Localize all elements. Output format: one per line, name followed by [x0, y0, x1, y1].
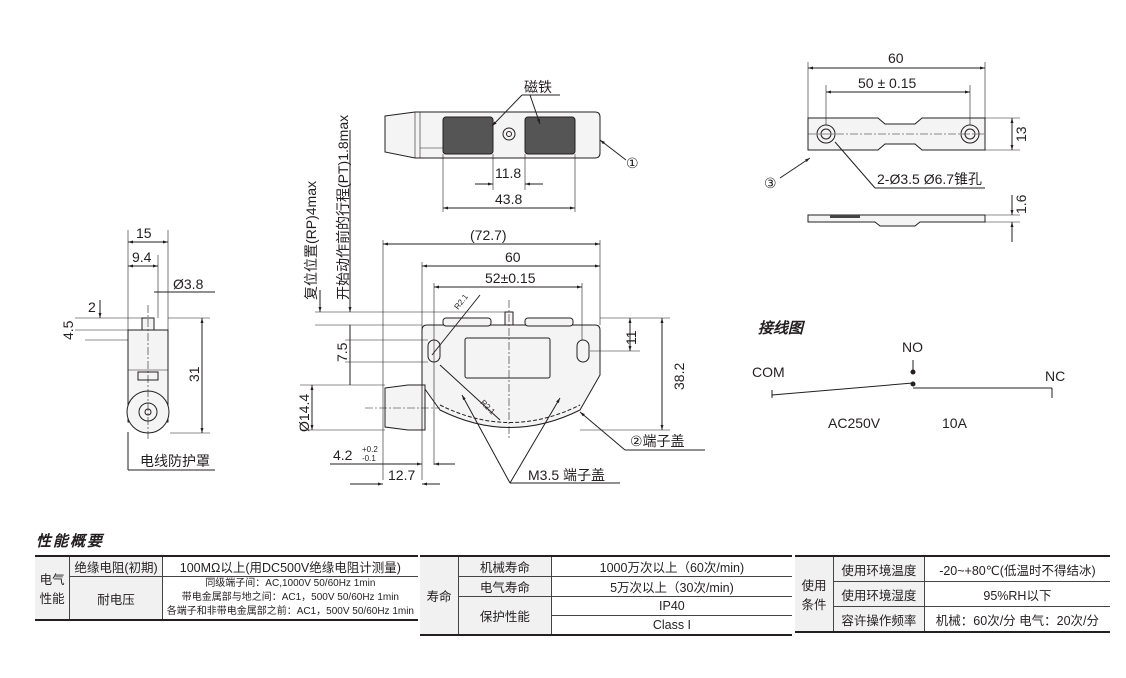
dimension-label: 2-Ø3.5 Ø6.7锥孔: [877, 171, 982, 187]
side-view: 15 9.4 Ø3.8 2 4.5 31 电线防护罩: [60, 225, 215, 471]
protection-ip: IP40: [550, 596, 792, 616]
humidity-label: 使用环境湿度: [833, 581, 925, 607]
temp-label: 使用环境温度: [833, 555, 925, 582]
dimension-label: NO: [902, 339, 923, 355]
dimension-label: 4.5: [60, 320, 76, 340]
life-group: 寿命: [420, 555, 459, 636]
technical-drawing: 15 9.4 Ø3.8 2 4.5 31 电线防护罩 11.8 43.8 磁铁 …: [60, 50, 1065, 486]
dimension-label: 4.2: [333, 447, 353, 463]
dimension-label: +0.2: [362, 445, 378, 454]
dimension-label: 接线图: [758, 320, 806, 337]
dimension-label: 磁铁: [524, 79, 552, 95]
dimension-label: 52±0.15: [485, 270, 536, 286]
withstand-line: 同级端子间：AC,1000V 50/60Hz 1min: [205, 578, 376, 589]
conditions-spec-table: 使用条件 使用环境温度 -20~+80℃(低温时不得结冰) 使用环境湿度 95%…: [795, 555, 1110, 633]
conditions-group: 使用条件: [795, 555, 834, 633]
temp-value: -20~+80℃(低温时不得结冰): [923, 555, 1110, 582]
mech-life-value: 1000万次以上（60次/min): [550, 555, 792, 577]
elec-life-label: 电气寿命: [458, 576, 552, 597]
dimension-label: 13: [1013, 126, 1029, 142]
dimension-label: 12.7: [388, 467, 415, 483]
dimension-label: ①: [626, 155, 639, 171]
frequency-value: 机械：60次/分 电气：20次/分: [923, 606, 1110, 633]
insulation-value: 100MΩ以上(用DC500V绝缘电阻计测量): [161, 555, 418, 577]
dimension-label: 31: [186, 366, 202, 382]
dimension-label: AC250V: [828, 415, 881, 431]
dimension-label: 1.6: [1013, 194, 1029, 214]
mech-life-label: 机械寿命: [458, 555, 552, 577]
top-view: 11.8 43.8 磁铁 ①: [384, 79, 639, 212]
dimension-label: ③: [764, 175, 777, 191]
dimension-label: ②端子盖: [630, 433, 685, 449]
dimension-label: 电线防护罩: [140, 453, 210, 469]
front-view: (72.7) 60 52±0.15 R2.1 R2.1 11 38.2 复位位置…: [296, 115, 705, 486]
dimension-label: NC: [1045, 368, 1065, 384]
wiring-diagram: 接线图 COM NO NC AC250V 10A: [752, 320, 1065, 431]
elec-life-value: 5万次以上（30次/min): [550, 576, 792, 597]
dimension-label: 2: [88, 299, 96, 315]
humidity-value: 95%RH以下: [923, 581, 1110, 607]
withstand-line: 各端子和非带电金属部之前：AC1，500V 50/60Hz 1min: [166, 606, 414, 617]
frequency-label: 容许操作频率: [833, 606, 925, 633]
withstand-label: 耐电压: [69, 576, 163, 621]
dimension-label: R2.1: [452, 292, 470, 311]
dimension-label: 60: [888, 50, 904, 66]
dimension-label: -0.1: [362, 454, 376, 463]
withstand-values: 同级端子间：AC,1000V 50/60Hz 1min 带电金属部与地之间：AC…: [161, 576, 418, 621]
dimension-label: 9.4: [132, 249, 152, 265]
withstand-line: 带电金属部与地之间：AC1，500V 50/60Hz 1min: [181, 592, 399, 603]
dimension-label: (72.7): [470, 227, 507, 243]
dimension-label: 38.2: [671, 363, 687, 390]
electrical-spec-table: 电气性能 绝缘电阻(初期) 100MΩ以上(用DC500V绝缘电阻计测量) 耐电…: [35, 555, 418, 621]
magnet-plate-view: 60 50 ± 0.15 13 ③ 2-Ø3.5 Ø6.7锥孔 1.6: [764, 50, 1029, 242]
dimension-label: 11: [623, 330, 639, 345]
dimension-label: M3.5 端子盖: [528, 467, 605, 483]
dimension-label: 60: [505, 249, 521, 265]
life-spec-table: 寿命 机械寿命 1000万次以上（60次/min) 电气寿命 5万次以上（30次…: [420, 555, 792, 636]
dimension-label: 复位位置(RP)4max: [303, 181, 319, 300]
dimension-label: 43.8: [495, 191, 522, 207]
protection-label: 保护性能: [458, 596, 552, 636]
spec-title: 性能概要: [36, 533, 105, 550]
dimension-label: COM: [752, 364, 785, 380]
dimension-label: 10A: [942, 415, 968, 431]
dimension-label: 15: [136, 225, 152, 241]
dimension-label: Ø14.4: [296, 394, 312, 432]
dimension-label: 7.5: [334, 342, 350, 362]
dimension-label: 开始动作前的行程(PT)1.8max: [335, 115, 351, 300]
electrical-group: 电气性能: [35, 555, 71, 621]
protection-class: Class I: [551, 615, 792, 636]
insulation-label: 绝缘电阻(初期): [69, 555, 163, 577]
dimension-label: 50 ± 0.15: [858, 75, 916, 91]
dimension-label: 11.8: [495, 165, 521, 181]
dimension-label: Ø3.8: [173, 276, 204, 292]
